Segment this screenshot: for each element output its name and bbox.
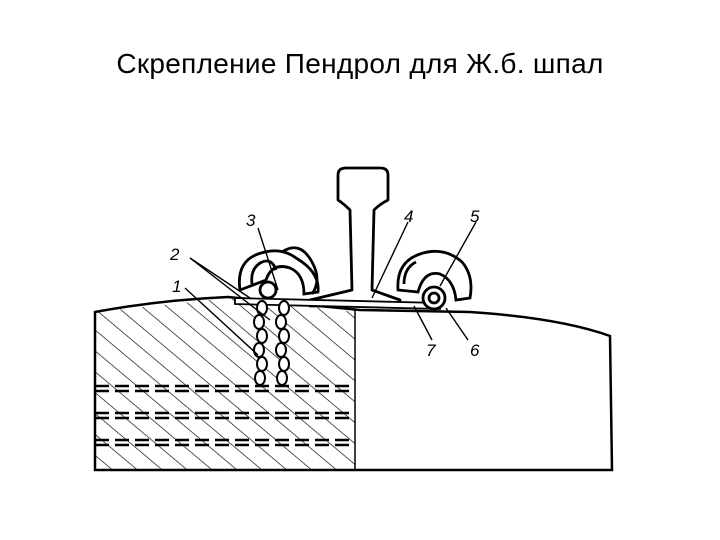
- label-2: 2: [169, 245, 180, 264]
- label-4: 4: [404, 207, 413, 226]
- slide-title: Скрепление Пендрол для Ж.б. шпал: [116, 48, 604, 79]
- label-3: 3: [246, 211, 256, 230]
- reinforcement-lines: [95, 384, 355, 447]
- anchor-left: [253, 300, 268, 386]
- label-5: 5: [470, 207, 480, 226]
- anchor-right: [275, 300, 290, 386]
- leader-lines: [184, 221, 477, 356]
- label-6: 6: [470, 341, 480, 360]
- right-pandrol-clip: [396, 249, 473, 311]
- rail: [308, 166, 402, 308]
- label-1: 1: [172, 277, 181, 296]
- left-pandrol-clip: [238, 246, 320, 300]
- label-7: 7: [426, 341, 436, 360]
- concrete-sleeper: [93, 295, 614, 472]
